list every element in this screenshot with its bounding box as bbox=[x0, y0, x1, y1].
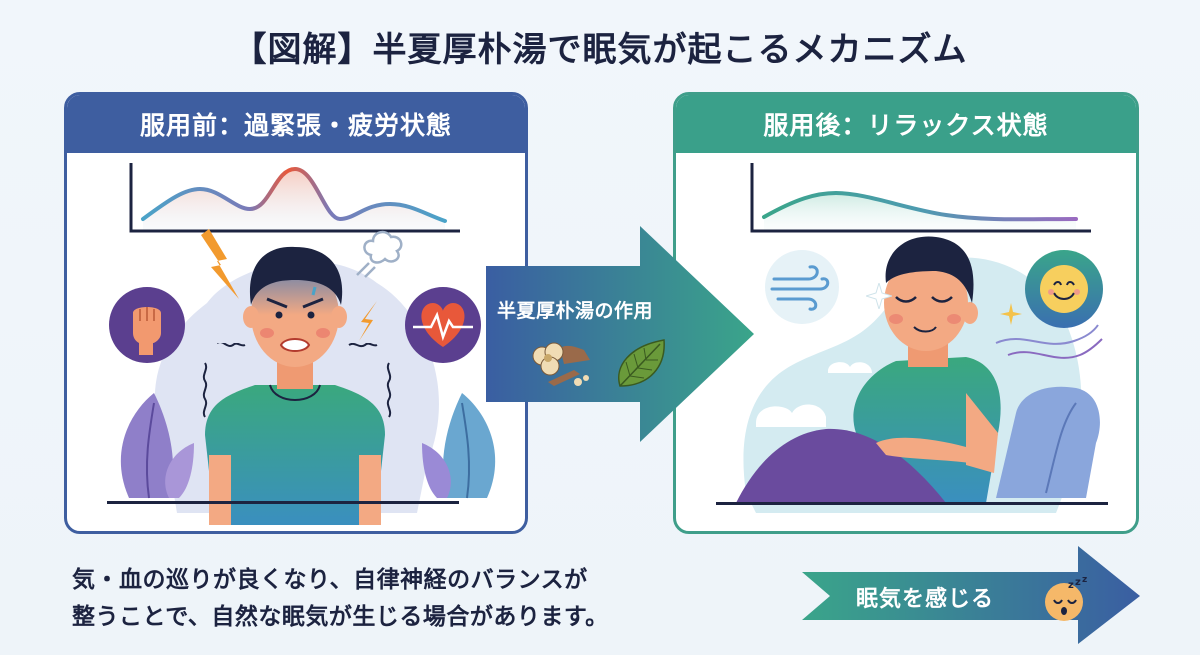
svg-text:z: z bbox=[1082, 576, 1087, 585]
drowsiness-label: 眠気を感じる bbox=[856, 587, 995, 612]
before-panel-header: 服用前：過緊張・疲労状態 bbox=[67, 95, 525, 153]
sparkle-icon bbox=[1000, 303, 1022, 325]
before-panel-body bbox=[67, 153, 525, 531]
tremble-lines-icon bbox=[202, 343, 392, 418]
breeze-lines-icon bbox=[995, 324, 1103, 359]
relaxed-man-illustration bbox=[736, 236, 1001, 503]
caption-line-2: 整うことで、自然な眠気が生じる場合があります。 bbox=[72, 604, 609, 630]
fist-icon bbox=[109, 287, 185, 363]
stress-wave-chart bbox=[129, 163, 460, 233]
lightning-icon bbox=[201, 229, 239, 299]
after-panel-body bbox=[676, 153, 1136, 531]
perilla-leaf-icon bbox=[618, 339, 665, 387]
svg-text:z: z bbox=[1068, 580, 1074, 591]
herb-root-icon bbox=[532, 342, 590, 386]
sofa-illustration bbox=[996, 386, 1100, 498]
smiley-icon bbox=[1025, 250, 1103, 328]
heartbeat-icon bbox=[405, 287, 481, 363]
tense-man-illustration bbox=[205, 246, 385, 525]
calm-wave-chart bbox=[750, 163, 1091, 233]
after-panel: 服用後：リラックス状態 bbox=[673, 92, 1139, 534]
herbal-action-label: 半夏厚朴湯の作用 bbox=[497, 300, 654, 322]
floor-line bbox=[107, 501, 459, 504]
floor-line bbox=[716, 502, 1108, 505]
page-title: 【図解】半夏厚朴湯で眠気が起こるメカニズム bbox=[232, 30, 968, 70]
caption-line-1: 気・血の巡りが良くなり、自律神経のバランスが bbox=[72, 567, 588, 593]
drowsiness-result-arrow bbox=[802, 546, 1140, 644]
after-panel-header: 服用後：リラックス状態 bbox=[676, 95, 1136, 153]
lightning-icon bbox=[359, 301, 377, 341]
leaf-icon bbox=[422, 393, 496, 499]
explanation-caption: 気・血の巡りが良くなり、自律神経のバランスが 整うことで、自然な眠気が生じる場合… bbox=[72, 562, 609, 636]
leaf-icon bbox=[120, 393, 194, 499]
steam-icon bbox=[356, 230, 403, 278]
herbal-action-arrow bbox=[486, 226, 754, 442]
before-panel: 服用前：過緊張・疲労状態 bbox=[64, 92, 528, 534]
wind-icon bbox=[765, 250, 839, 324]
sleepy-face-icon: z z z bbox=[1045, 576, 1087, 621]
svg-text:z: z bbox=[1075, 577, 1081, 588]
sparkle-icon bbox=[866, 283, 892, 309]
